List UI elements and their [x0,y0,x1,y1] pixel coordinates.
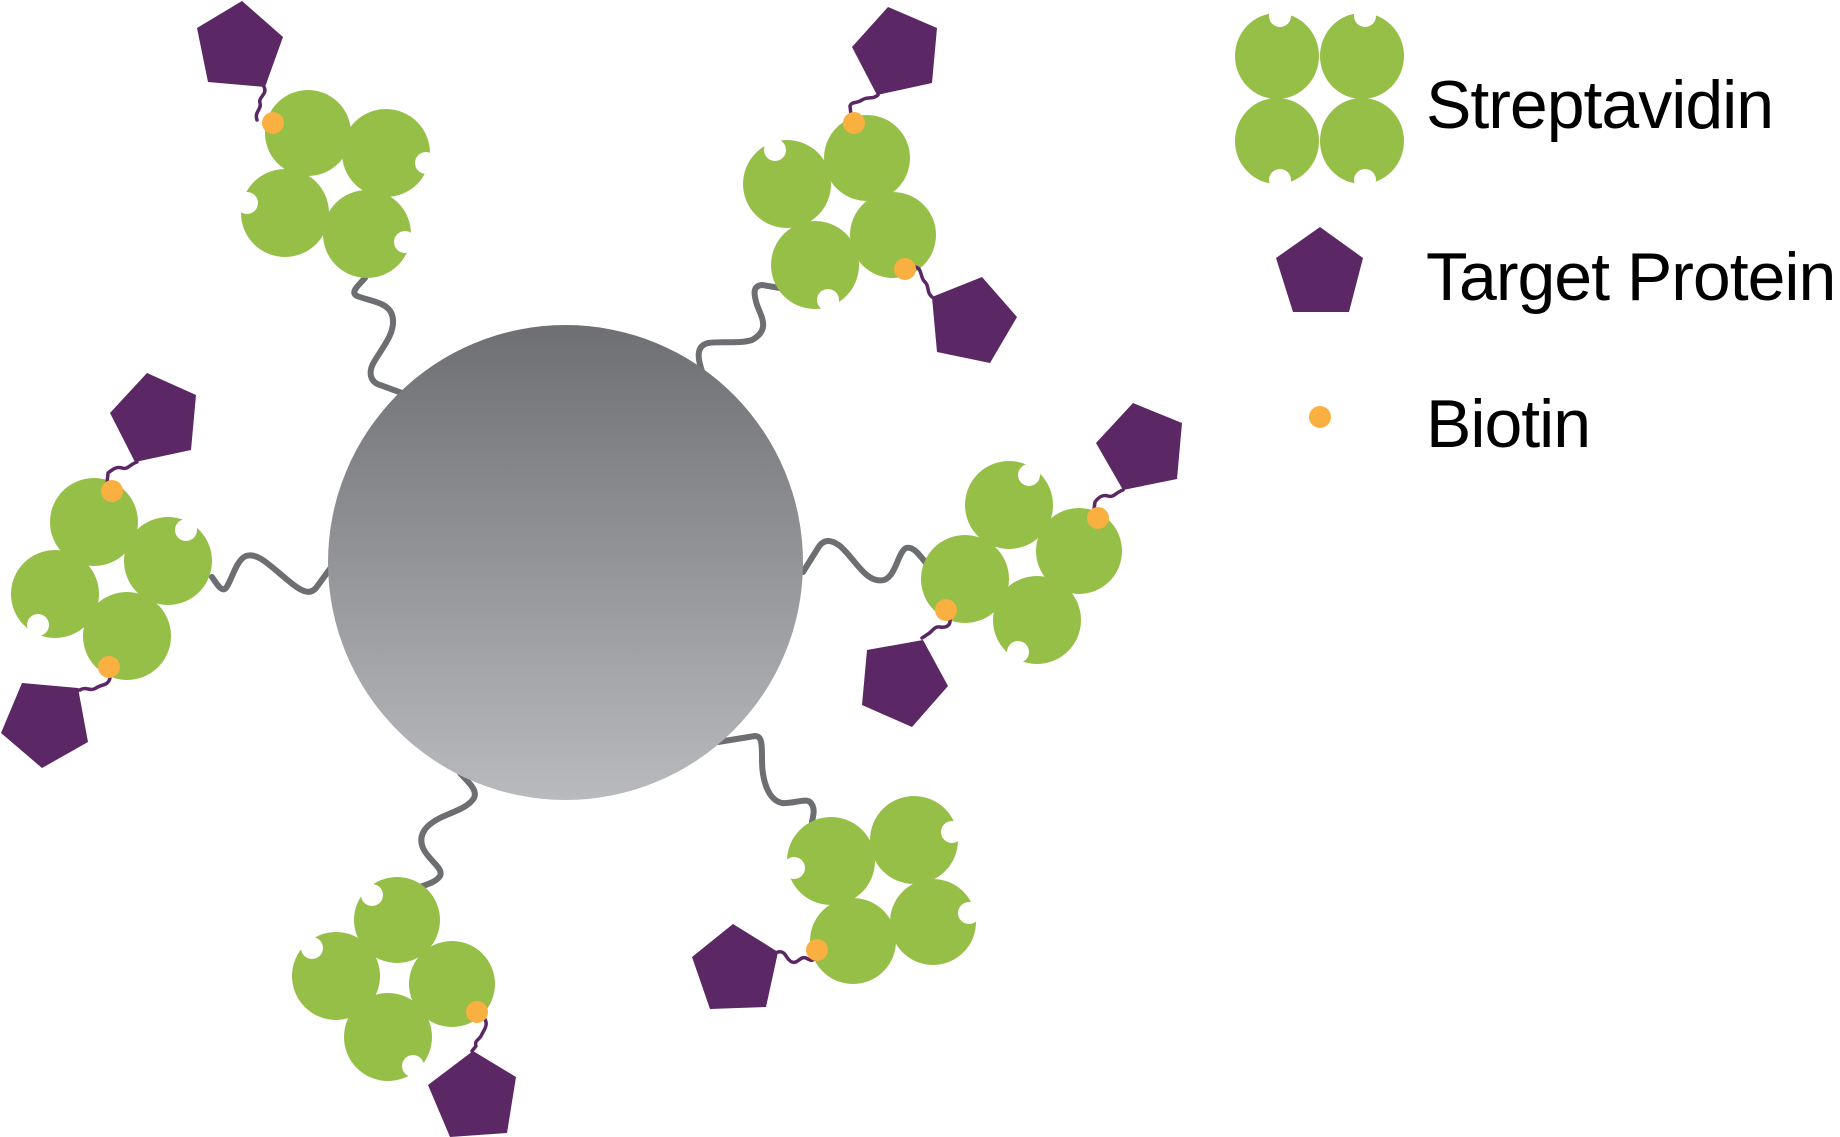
protein-linker [1092,488,1125,511]
streptavidin-subunit [890,879,976,965]
binding-pocket-icon [941,821,963,843]
target-protein-pentagon-icon [862,640,948,727]
streptavidin-subunit [993,576,1081,664]
biotin-dot-icon [806,939,828,961]
orange-dot-icon [1309,406,1331,428]
target-protein-pentagon-icon [1096,403,1182,490]
cluster-left [1,373,212,768]
cluster-bottom-right [692,796,980,1009]
biotin-dot-icon [466,1001,488,1023]
streptavidin-subunit [1036,508,1122,594]
binding-pocket-icon [1007,641,1029,663]
cluster-top-left [197,1,437,278]
bead-sphere [328,325,803,800]
streptavidin-subunit [824,115,910,201]
streptavidin-subunit [850,192,936,278]
binding-pocket-icon [402,1055,424,1077]
binding-pocket-icon [175,519,197,541]
biotin-dot-icon [98,656,120,678]
streptavidin-subunit [124,517,212,605]
legend-label-biotin: Biotin [1426,386,1591,462]
binding-pocket-icon [394,231,416,253]
legend-label-streptavidin: Streptavidin [1426,67,1774,143]
linker-top-right [695,282,783,377]
target-protein-pentagon-icon [1,683,88,768]
biotin-dot-icon [843,112,865,134]
binding-pocket-icon [783,857,805,879]
linker-bottom-left [417,770,478,890]
protein-linker [913,265,934,299]
streptavidin-subunit [870,796,958,884]
protein-linker [105,460,139,486]
legend-label-target-protein: Target Protein [1426,239,1836,315]
protein-linker [254,85,267,122]
streptavidin-subunit [787,817,875,905]
target-protein-pentagon-icon [197,1,283,87]
streptavidin-subunit [241,169,329,257]
binding-pocket-icon [301,937,323,959]
streptavidin-subunit [342,109,430,197]
protein-linker [470,1016,488,1053]
cluster-top-right [743,7,1017,363]
linker-top-left [351,275,413,399]
biotin-dot-icon [262,112,284,134]
streptavidin-subunit [810,898,896,984]
binding-pocket-icon [236,192,258,214]
target-protein-pentagon-icon [852,7,937,95]
cluster-right [862,403,1182,727]
protein-linker [848,93,880,117]
streptavidin-tetramer-icon [1235,5,1404,191]
binding-pocket-icon [958,902,980,924]
streptavidin-subunit [265,90,351,176]
protein-linker [920,616,952,640]
legend-icons [1235,5,1404,428]
streptavidin-subunit [83,592,171,680]
target-protein-pentagon-icon [692,924,778,1009]
binding-pocket-icon [1018,464,1040,486]
binding-pocket-icon [27,614,49,636]
biotin-dot-icon [935,599,957,621]
streptavidin-subunit [323,190,411,278]
streptavidin-subunit [743,140,831,228]
binding-pocket-icon [361,884,383,906]
target-protein-pentagon-icon [110,373,196,462]
target-protein-pentagon-icon [932,277,1017,363]
biotin-dot-icon [894,258,916,280]
binding-pocket-icon [764,139,786,161]
cluster-bottom-left [292,877,516,1137]
pentagon-icon [1276,227,1363,312]
binding-pocket-icon [415,152,437,174]
binding-pocket-icon [817,289,839,311]
target-protein-pentagon-icon [428,1051,516,1137]
biotin-dot-icon [1087,507,1109,529]
biotin-dot-icon [101,480,123,502]
linker-right [800,538,929,584]
linker-bottom-right [715,733,817,825]
linkers [209,275,929,890]
protein-linker [776,950,817,965]
streptavidin-subunit [771,221,859,309]
protein-linker [75,676,112,692]
linker-left [209,552,335,595]
